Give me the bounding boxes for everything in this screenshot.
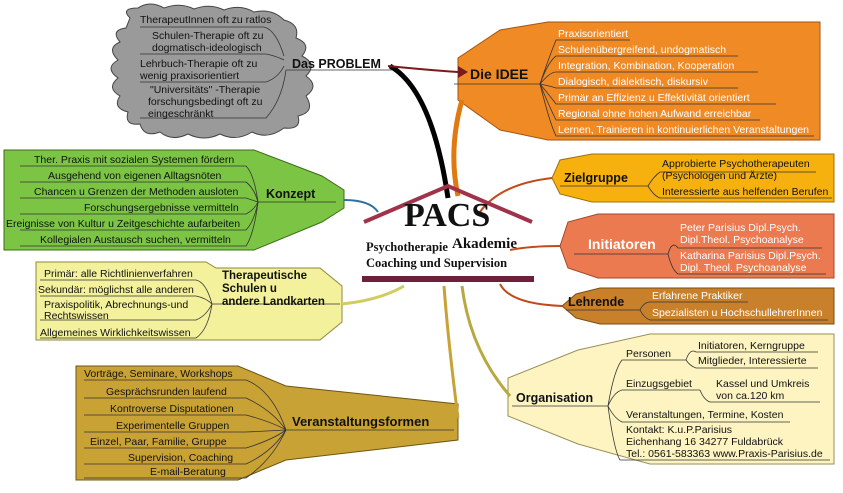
link-veran bbox=[442, 285, 460, 419]
konzept-item-1: Ther. Praxis mit sozialen Systemen förde… bbox=[34, 154, 235, 166]
orga-underlines bbox=[512, 350, 830, 461]
link-konzept bbox=[343, 199, 379, 213]
init-item-1: Peter Parisius Dipl.Psych. bbox=[680, 222, 801, 234]
orga-title: Organisation bbox=[516, 391, 594, 405]
link-lehr bbox=[499, 283, 563, 307]
pacs-roof bbox=[363, 183, 533, 224]
lehr-item-2: Spezialisten u HochschullehrerInnen bbox=[652, 307, 823, 319]
link-schul bbox=[341, 284, 405, 306]
schul-title-3: andere Landkarten bbox=[222, 296, 325, 308]
pacs-subtitle-right: Akademie bbox=[452, 236, 517, 252]
schul-title-2: Schulen u bbox=[222, 283, 277, 295]
veran-item-3: Kontroverse Disputationen bbox=[110, 403, 234, 415]
idee-item-2: Schulenübergreifend, undogmatisch bbox=[558, 44, 727, 56]
konzept-shape bbox=[3, 149, 345, 251]
idee-shape bbox=[457, 21, 821, 141]
orga-veranst: Veranstaltungen, Termine, Kosten bbox=[626, 409, 784, 421]
problem-item-2: Schulen-Therapie oft zu bbox=[152, 30, 264, 42]
ziel-item-3: Interessierte aus helfenden Berufen bbox=[662, 186, 829, 198]
schul-item-2: Sekundär: möglichst alle anderen bbox=[38, 284, 194, 296]
veran-shape bbox=[75, 365, 459, 481]
ziel-shape bbox=[551, 153, 835, 203]
veran-item-2: Gesprächsrunden laufend bbox=[106, 386, 227, 398]
konzept-item-6: Kollegialen Austausch suchen, vermitteln bbox=[40, 234, 231, 246]
ziel-item-1: Approbierte Psychotherapeuten bbox=[662, 158, 810, 170]
link-problem-idee bbox=[387, 65, 459, 73]
link-init bbox=[509, 245, 561, 251]
init-item-3: Katharina Parisius Dipl.Psych. bbox=[680, 250, 821, 262]
idee-item-1: Praxisorientiert bbox=[558, 28, 629, 40]
orga-kontakt-2: Eichenhang 16 34277 Fuldabrück bbox=[626, 436, 784, 448]
pacs-tagline: Coaching und Supervision bbox=[366, 256, 508, 270]
konzept-item-5: Ereignisse von Kultur u Zeitgeschichte a… bbox=[6, 218, 241, 230]
idee-item-6: Regional ohne hohen Aufwand erreichbar bbox=[558, 108, 752, 120]
problem-item-1: TherapeutInnen oft zu ratlos bbox=[140, 14, 272, 26]
init-title: Initiatoren bbox=[588, 236, 656, 252]
konzept-item-2: Ausgehend von eigenen Alltagsnöten bbox=[48, 170, 222, 182]
konzept-underlines bbox=[20, 165, 336, 247]
orga-einzug-item-2: von ca.120 km bbox=[716, 390, 785, 402]
schul-item-5: Allgemeines Wirklichkeitswissen bbox=[40, 327, 191, 339]
veran-item-6: Supervision, Coaching bbox=[128, 452, 234, 464]
problem-item-8: eingeschränkt bbox=[148, 108, 214, 120]
konzept-title: Konzept bbox=[266, 187, 316, 201]
init-item-2: Dipl.Theol. Psychoanalyse bbox=[680, 234, 804, 246]
init-shape bbox=[559, 213, 835, 279]
pacs-base bbox=[362, 276, 534, 282]
schul-item-4: Rechtswissen bbox=[44, 310, 109, 322]
ziel-title: Zielgruppe bbox=[564, 171, 628, 185]
orga-personen: Personen bbox=[626, 348, 671, 360]
init-underlines bbox=[574, 244, 826, 275]
veran-underlines bbox=[84, 379, 454, 479]
link-idee bbox=[451, 99, 465, 197]
problem-item-4: Lehrbuch-Therapie oft zu bbox=[140, 58, 258, 70]
idee-item-3: Integration, Kombination, Kooperation bbox=[558, 60, 735, 72]
idee-item-4: Dialogisch, dialektisch, diskursiv bbox=[558, 76, 708, 88]
idee-item-7: Lernen, Trainieren in kontinuierlichen V… bbox=[558, 124, 810, 136]
link-problem bbox=[388, 63, 451, 199]
orga-einzug-item-1: Kassel und Umkreis bbox=[716, 378, 810, 390]
schul-title-1: Therapeutische bbox=[222, 270, 307, 282]
pacs-subtitle-left: Psychotherapie bbox=[366, 240, 448, 254]
schul-item-3: Praxispolitik, Abrechnungs-und bbox=[44, 299, 189, 311]
problem-item-3: dogmatisch-ideologisch bbox=[152, 42, 262, 54]
konzept-item-3: Chancen u Grenzen der Methoden ausloten bbox=[34, 186, 239, 198]
orga-shape bbox=[507, 333, 835, 465]
orga-einzug: Einzugsgebiet bbox=[626, 378, 692, 390]
lehr-item-1: Erfahrene Praktiker bbox=[652, 290, 743, 302]
konzept-item-4: Forschungsergebnisse vermitteln bbox=[84, 202, 239, 214]
idee-title: Die IDEE bbox=[470, 66, 529, 82]
problem-item-6: "Universitäts" -Therapie bbox=[150, 84, 261, 96]
lehr-title: Lehrende bbox=[568, 295, 625, 309]
problem-item-7: forschungsbedingt oft zu bbox=[148, 96, 263, 108]
init-item-4: Dipl. Theol. Psychoanalyse bbox=[680, 262, 807, 274]
ziel-underlines bbox=[560, 171, 832, 199]
problem-cloud bbox=[110, 3, 314, 139]
problem-item-5: wenig praxisorientiert bbox=[140, 70, 240, 82]
lehr-underlines bbox=[566, 301, 828, 321]
orga-kontakt-1: Kontakt: K.u.P.Parisius bbox=[626, 424, 733, 436]
problem-title: Das PROBLEM bbox=[292, 57, 381, 71]
schul-underlines bbox=[40, 279, 340, 339]
orga-personen-item-1: Initiatoren, Kerngruppe bbox=[698, 340, 805, 352]
veran-item-4: Experimentelle Gruppen bbox=[116, 420, 230, 432]
idee-underlines bbox=[454, 39, 814, 137]
pacs-title: PACS bbox=[404, 197, 491, 234]
veran-title: Veranstaltungsformen bbox=[292, 414, 430, 429]
link-ziel bbox=[479, 177, 553, 213]
veran-item-7: E-mail-Beratung bbox=[150, 466, 226, 478]
arrow-idee bbox=[458, 66, 468, 78]
idee-item-5: Primär an Effizienz u Effektivität orien… bbox=[558, 92, 750, 104]
veran-item-1: Vorträge, Seminare, Workshops bbox=[84, 368, 233, 380]
veran-item-5: Einzel, Paar, Familie, Gruppe bbox=[90, 436, 227, 448]
schul-item-1: Primär: alle Richtlinienverfahren bbox=[44, 268, 193, 280]
orga-personen-item-2: Mitglieder, Interessierte bbox=[698, 355, 807, 367]
lehr-shape bbox=[561, 287, 835, 325]
ziel-item-2: (Psychologen und Ärzte) bbox=[662, 170, 777, 182]
problem-underlines bbox=[140, 26, 392, 119]
orga-kontakt-3: Tel.: 0561-583363 www.Praxis-Parisius.de bbox=[626, 448, 823, 460]
link-orga bbox=[460, 285, 512, 397]
